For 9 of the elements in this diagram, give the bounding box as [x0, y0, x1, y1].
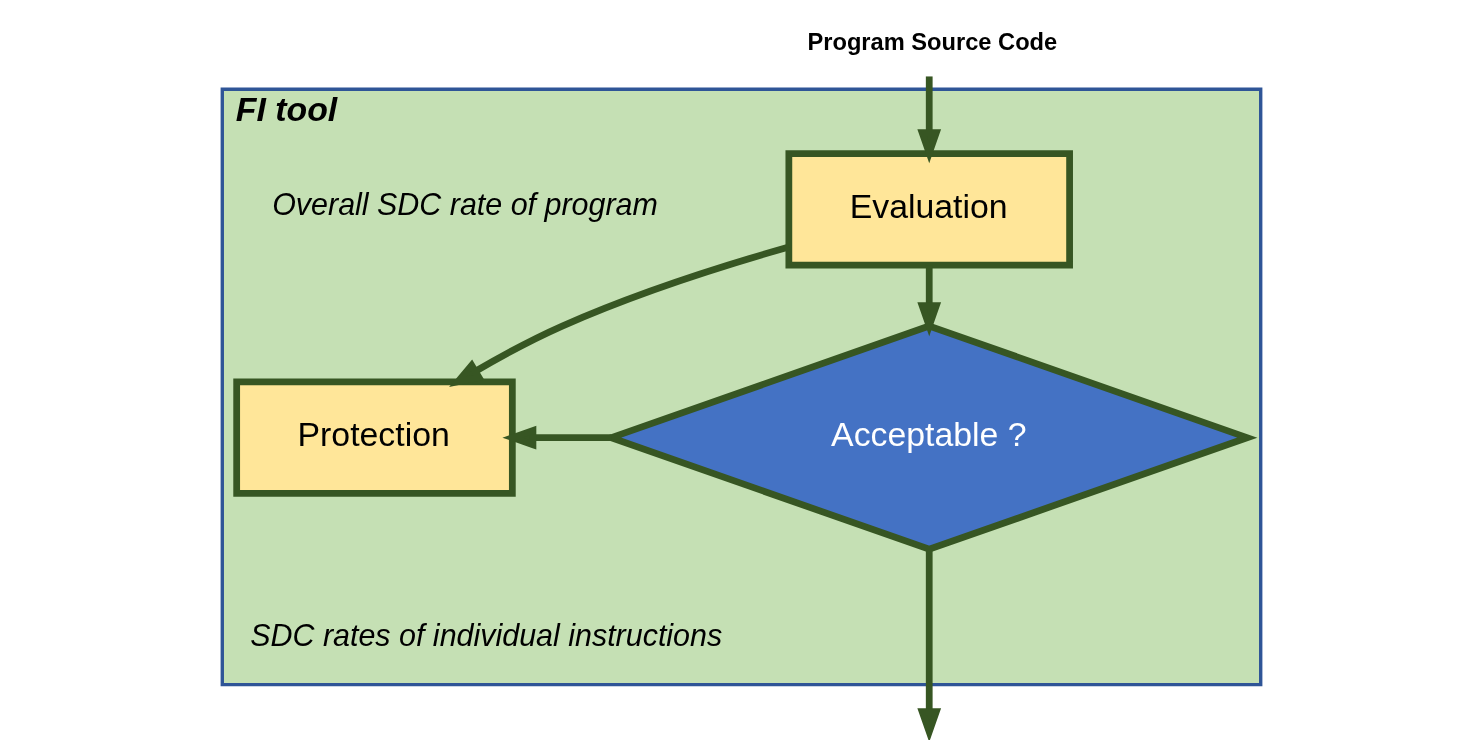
node-box: Evaluation [785, 150, 1073, 269]
label: Overall SDC rate of program [272, 187, 658, 222]
node-box: Protection [233, 378, 516, 497]
label: SDC rates of individual instructions [250, 618, 723, 653]
node-text: Program Source Code [807, 28, 1058, 55]
arrow [917, 265, 942, 337]
arrow [917, 76, 942, 164]
arrow [502, 425, 612, 450]
arrow [917, 549, 942, 740]
